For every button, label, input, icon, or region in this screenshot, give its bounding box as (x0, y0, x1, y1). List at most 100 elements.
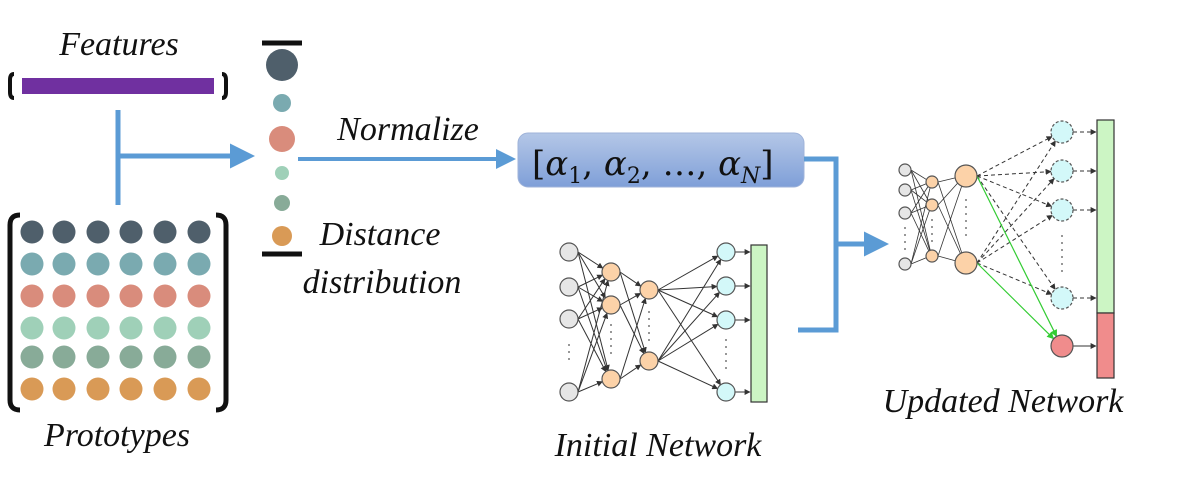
prototype-dot (52, 316, 76, 340)
output-node (716, 242, 736, 262)
prototype-dot (20, 316, 44, 340)
network-edge (910, 186, 929, 214)
ellipsis-dot (904, 227, 906, 229)
network-edge (910, 210, 930, 265)
prototype-dot (20, 220, 44, 244)
network-edge (577, 312, 609, 393)
prototype-dots (20, 220, 211, 401)
network-edge (619, 292, 642, 306)
network-edge (910, 257, 927, 265)
network-edge (976, 136, 1053, 177)
network-edge (619, 297, 647, 380)
ellipsis-dot (965, 234, 967, 236)
prototype-dot (119, 220, 143, 244)
network-edge (657, 360, 719, 390)
prototype-dot (52, 220, 76, 244)
updated-network-label: Updated Network (883, 383, 1125, 420)
distance-dot (273, 94, 291, 112)
output-node (1050, 286, 1074, 310)
network-edge (976, 262, 1053, 295)
output-node (716, 310, 736, 330)
ellipsis-dot (725, 346, 727, 348)
network-edge (577, 251, 604, 269)
prototype-matrix (7, 212, 229, 413)
prototype-dot (153, 345, 177, 369)
ellipsis-dot (610, 345, 612, 347)
merge-arrow (115, 110, 255, 205)
ellipsis-dot (725, 360, 727, 362)
ellipsis-dot (725, 367, 727, 369)
ellipsis-dot (1061, 235, 1063, 237)
distance-label-line2: distribution (303, 264, 462, 301)
ellipsis-dot (904, 248, 906, 250)
network-edge (910, 187, 931, 265)
distance-dot (274, 195, 290, 211)
distance-vector (262, 40, 302, 257)
ellipsis-dot (1061, 263, 1063, 265)
network-edge (577, 251, 606, 299)
feature-bar (22, 78, 214, 94)
prototype-dot (119, 284, 143, 308)
network-edge (937, 204, 961, 254)
network-edge (910, 212, 930, 252)
network-edge (976, 214, 1053, 264)
prototype-dot (119, 252, 143, 276)
network-edge (937, 182, 958, 206)
prototype-dot (153, 377, 177, 401)
input-node (898, 206, 912, 220)
output-bar (750, 244, 768, 403)
ellipsis-dot (965, 220, 967, 222)
network-edge (657, 323, 719, 362)
network-edge (910, 169, 929, 201)
distance-dot (266, 49, 298, 81)
network-edge (657, 289, 719, 318)
prototype-dot (86, 316, 110, 340)
ellipsis-dot (965, 199, 967, 201)
input-node (559, 277, 579, 297)
prototype-dot (86, 377, 110, 401)
ellipsis-dot (1061, 242, 1063, 244)
initial-network-label: Initial Network (554, 427, 763, 464)
ellipsis-dot (610, 324, 612, 326)
network-edge (937, 255, 956, 262)
input-node (559, 309, 579, 329)
ellipsis-dot (965, 206, 967, 208)
initial-network (559, 242, 768, 403)
network-edge (910, 189, 931, 251)
ellipsis-dot (965, 213, 967, 215)
features-label: Features (58, 26, 179, 63)
output-bar-new (1096, 312, 1115, 379)
ellipsis-dot (610, 331, 612, 333)
feature-vector (8, 72, 228, 100)
network-edge (657, 255, 719, 291)
hidden-node (954, 164, 978, 188)
ellipsis-dot (725, 353, 727, 355)
ellipsis-dot (904, 234, 906, 236)
ellipsis-dot (648, 325, 650, 327)
network-edge (657, 291, 720, 362)
network-edge (976, 178, 1055, 264)
network-edge (976, 175, 1058, 338)
network-edge (657, 258, 722, 362)
network-edge (910, 169, 931, 251)
ellipsis-dot (610, 352, 612, 354)
prototype-dot (119, 377, 143, 401)
prototype-dot (20, 284, 44, 308)
network-edge (976, 262, 1055, 340)
network-edge (619, 364, 642, 380)
normalize-label: Normalize (336, 111, 479, 148)
prototype-dot (119, 345, 143, 369)
ellipsis-dot (648, 311, 650, 313)
distance-dot (272, 226, 292, 246)
prototype-dot (119, 316, 143, 340)
ellipsis-dot (568, 351, 570, 353)
network-edge (577, 278, 606, 320)
prototype-dot (20, 345, 44, 369)
network-edge (657, 283, 718, 291)
network-edge (976, 175, 1053, 208)
hidden-node (925, 175, 939, 189)
update-arrow (798, 156, 889, 333)
input-node (898, 257, 912, 271)
network-edge (619, 271, 647, 354)
